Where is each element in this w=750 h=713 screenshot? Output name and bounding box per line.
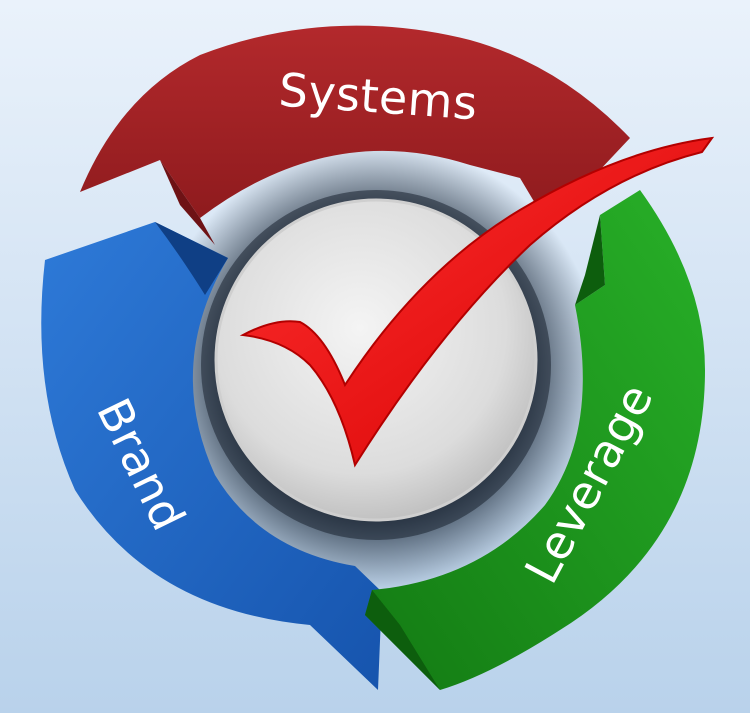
segment-leverage-arrow [365, 190, 705, 690]
segment-systems-fold [160, 160, 215, 245]
segment-leverage-fold [365, 590, 440, 690]
segment-brand-arrow [41, 222, 382, 690]
segment-brand: Brand [41, 222, 382, 690]
segment-systems-arrow [80, 25, 630, 226]
checkmark-shape [239, 136, 715, 468]
segment-leverage-notch [575, 215, 605, 305]
checkmark-icon [239, 136, 715, 468]
segment-brand-fold [155, 222, 228, 295]
segment-systems: Systems [80, 25, 630, 245]
